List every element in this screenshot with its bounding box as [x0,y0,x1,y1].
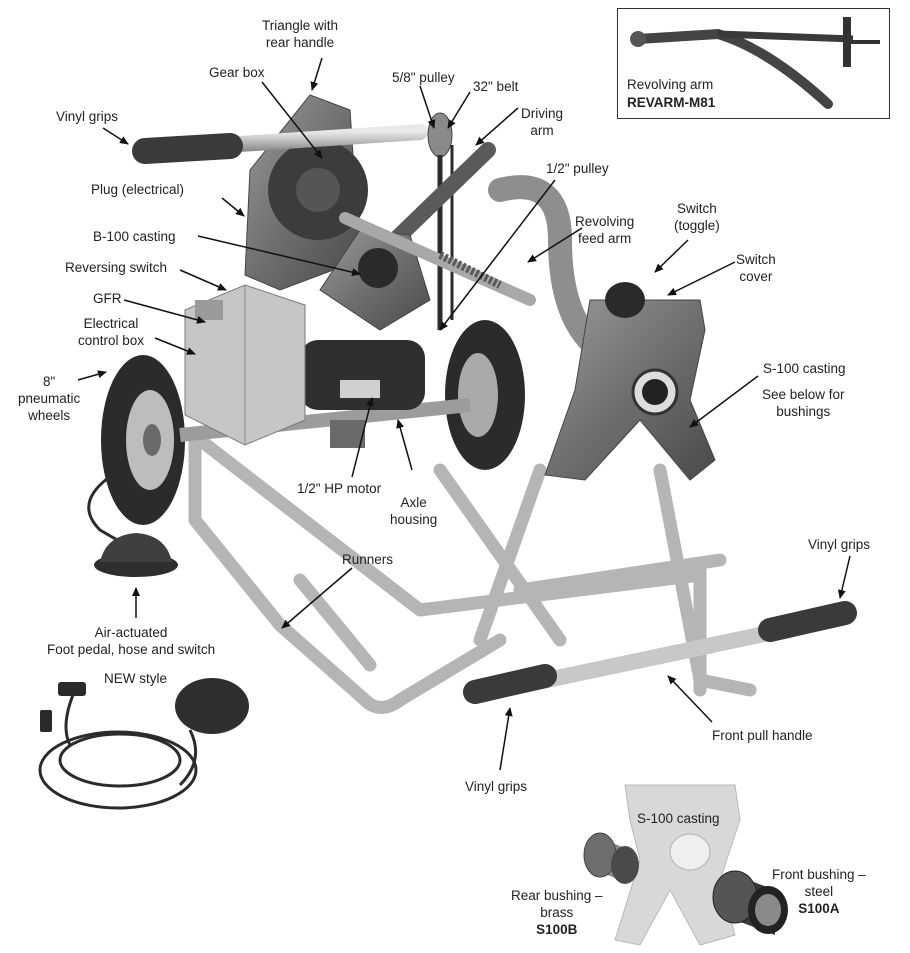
arrow-revolving-feed-arm [527,227,583,263]
label-gear-box: Gear box [209,65,265,80]
s100-casting-detail [614,784,741,946]
arrow-wheels [77,370,107,381]
arrow-5-8-pulley [419,85,436,129]
rear-bushing-brass [583,832,639,884]
spring [438,251,502,289]
arrow-vinyl-grips-right [837,555,851,599]
inset-title: Revolving arm [627,77,714,92]
vinyl-grip-right [758,601,857,642]
label-b100: B-100 casting [93,229,176,244]
driving-arm [387,142,496,248]
revolving-feed-arm [488,175,612,362]
electrical-control-box [184,284,306,446]
label-rear-bushing: Rear bushing –brass S100B [511,888,603,937]
label-vinyl-grips-right: Vinyl grips [808,537,871,552]
arrow-32-belt [447,91,471,129]
label-gfr: GFR [93,291,122,306]
revolving-arm-image [630,17,880,109]
revolving-arm-inset: Revolving arm REVARM-M81 [617,8,890,119]
pneumatic-wheel-right [445,320,525,470]
label-front-bushing: Front bushing –steel S100A [772,867,866,916]
arrow-front-pull-handle [667,675,713,723]
label-vinyl-grips-top: Vinyl grips [56,109,119,124]
arrow-switch-cover [667,261,736,296]
label-switch-toggle: Switch(toggle) [674,201,720,233]
vinyl-grip-top [132,133,243,164]
label-runners: Runners [342,552,394,567]
pneumatic-wheel-left [101,355,185,525]
foot-pedal [94,533,178,577]
label-reversing-switch: Reversing switch [65,260,168,275]
arrow-switch-toggle [654,239,689,273]
new-style-foot-pedal [38,678,249,810]
arrow-vinyl-grips-bottom [499,707,513,771]
label-front-pull-handle: Front pull handle [712,728,813,743]
inset-code: REVARM-M81 [627,95,716,110]
arrow-triangle [310,57,323,91]
label-s100: S-100 casting [763,361,846,376]
arrow-motor [351,397,374,478]
arrow-b100 [197,235,361,277]
label-half-pulley: 1/2" pulley [546,161,609,176]
label-new-style: NEW style [104,671,168,686]
drain-cleaner-machine [87,94,857,714]
label-motor: 1/2" HP motor [297,481,382,496]
arrow-vinyl-grips-top [102,127,129,145]
arrow-gfr [123,299,206,324]
frame-runners [188,433,757,714]
arrow-half-pulley [439,179,556,331]
pulley-assembly [427,112,454,330]
leader-arrows [77,57,851,771]
arrow-driving-arm [475,107,519,146]
arrow-runners [281,567,353,629]
label-32-belt: 32" belt [473,79,519,94]
s100-casting [544,282,716,481]
arrow-gear-box [261,81,323,159]
b100-casting [319,229,431,331]
arrow-electrical-box [154,337,196,355]
arrow-axle [396,419,413,471]
vinyl-grip-front [463,664,557,704]
label-vinyl-grips-bottom: Vinyl grips [465,779,528,794]
label-5-8-pulley: 5/8" pulley [392,70,455,85]
front-bushing-steel [712,870,788,935]
motor [300,340,425,448]
arrow-reversing-switch [179,269,227,291]
arrow-plug [221,197,245,217]
label-s100-bottom: S-100 casting [637,811,720,826]
arrow-s100 [689,375,759,428]
label-plug: Plug (electrical) [91,182,185,197]
